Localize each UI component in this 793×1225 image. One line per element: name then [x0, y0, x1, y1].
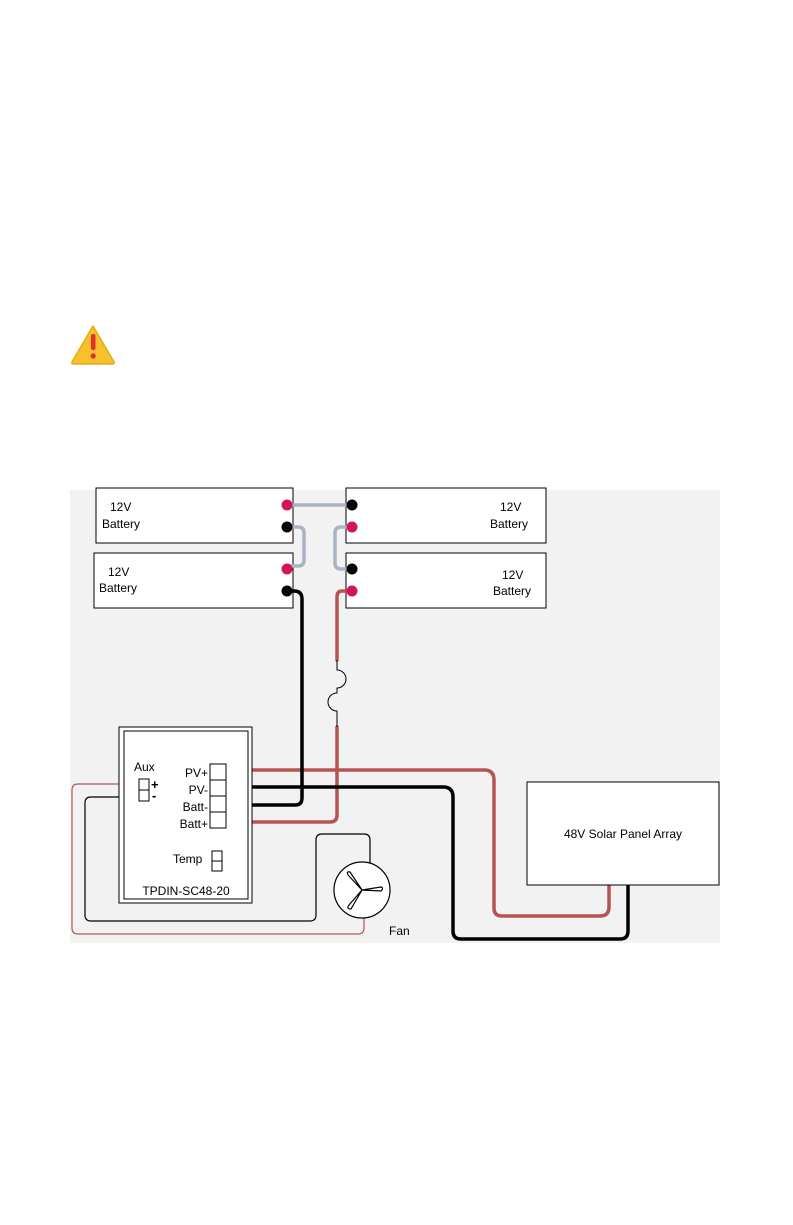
terminal-label-batt-plus: Batt+: [180, 817, 208, 831]
fan-label: Fan: [389, 924, 410, 938]
negative-terminal: [282, 522, 293, 533]
warning-triangle-icon: [72, 326, 115, 364]
battery-label: Battery: [490, 517, 528, 531]
negative-terminal: [282, 586, 293, 597]
temp-label: Temp: [173, 852, 203, 866]
positive-terminal: [347, 586, 358, 597]
battery-top-left: 12V Battery: [96, 488, 293, 543]
battery-label: Battery: [493, 584, 531, 598]
negative-terminal: [347, 500, 358, 511]
negative-terminal: [347, 564, 358, 575]
battery-voltage: 12V: [110, 500, 131, 514]
solar-panel-label: 48V Solar Panel Array: [564, 827, 682, 841]
battery-voltage: 12V: [108, 565, 129, 579]
positive-terminal: [282, 564, 293, 575]
solar-panel-array: 48V Solar Panel Array: [527, 782, 719, 885]
battery-label: Battery: [102, 517, 140, 531]
aux-minus-label: -: [152, 788, 156, 803]
terminal-label-pv-plus: PV+: [185, 766, 208, 780]
controller-model-label: TPDIN-SC48-20: [142, 884, 230, 898]
fan-icon: [334, 862, 390, 918]
battery-top-right: 12V Battery: [346, 488, 546, 543]
positive-terminal: [347, 522, 358, 533]
battery-bottom-right: 12V Battery: [346, 553, 546, 608]
battery-voltage: 12V: [502, 568, 523, 582]
charge-controller: Aux + - PV+ PV- Batt- Batt+ Temp TPDIN-S…: [119, 727, 252, 903]
battery-bottom-left: 12V Battery: [94, 553, 293, 608]
terminal-label-pv-minus: PV-: [189, 783, 208, 797]
aux-label: Aux: [134, 760, 155, 774]
terminal-label-batt-minus: Batt-: [183, 800, 208, 814]
battery-voltage: 12V: [500, 500, 521, 514]
battery-label: Battery: [99, 581, 137, 595]
positive-terminal: [282, 500, 293, 511]
